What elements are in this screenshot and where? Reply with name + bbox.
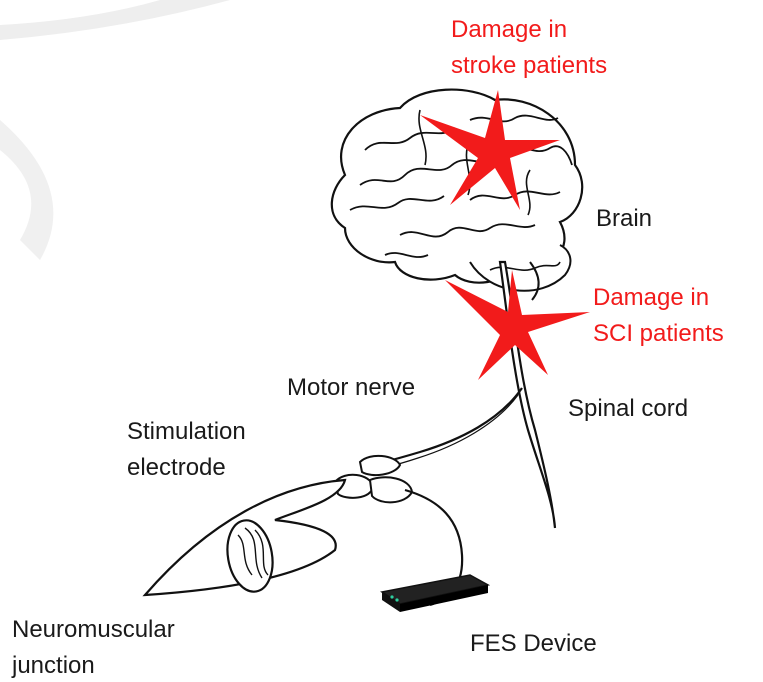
- stim-electrode-label-line1: Stimulation: [127, 416, 246, 448]
- muscle-icon: [145, 480, 345, 595]
- stim-electrode-label-line2: electrode: [127, 452, 226, 484]
- sci-damage-label-line1: Damage in: [593, 282, 709, 314]
- stimulation-electrode: [335, 456, 412, 502]
- stroke-damage-label-line1: Damage in: [451, 14, 567, 46]
- nmj-label-line2: junction: [12, 650, 95, 682]
- spinal-cord-label: Spinal cord: [568, 393, 688, 425]
- watermark-shape: [0, 0, 230, 40]
- sci-damage-label-line2: SCI patients: [593, 318, 724, 350]
- fes-device-label: FES Device: [470, 628, 597, 660]
- stroke-damage-label-line2: stroke patients: [451, 50, 607, 82]
- fes-device-icon: [382, 575, 488, 612]
- brain-label: Brain: [596, 203, 652, 235]
- spinal-cord-icon: [500, 262, 555, 528]
- nmj-label-line1: Neuromuscular: [12, 614, 175, 646]
- brain-icon: [332, 90, 582, 291]
- watermark-shape-2: [0, 120, 53, 260]
- motor-nerve-label: Motor nerve: [287, 372, 415, 404]
